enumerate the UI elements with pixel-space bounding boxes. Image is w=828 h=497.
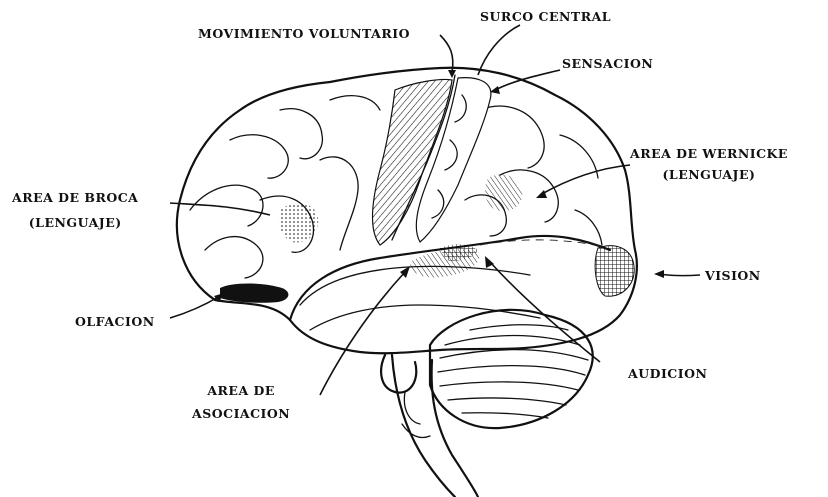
olfactory-bulb-region [220, 284, 288, 303]
label-surco-central: SURCO CENTRAL [480, 9, 611, 24]
label-area-wernicke: AREA DE WERNICKE (LENGUAJE) [630, 146, 788, 182]
label-area-asociacion: AREA DE ASOCIACION [192, 383, 290, 421]
cerebellum-shape [430, 310, 593, 428]
auditory-region [410, 244, 479, 277]
label-sensacion: SENSACION [562, 56, 653, 71]
label-vision: VISION [705, 268, 761, 283]
label-movimiento-voluntario: MOVIMIENTO VOLUNTARIO [198, 26, 410, 41]
label-olfacion: OLFACION [75, 314, 155, 329]
label-area-broca: AREA DE BROCA (LENGUAJE) [12, 190, 138, 230]
label-audicion: AUDICION [628, 366, 707, 381]
visual-cortex-region [595, 246, 634, 296]
wernicke-region [485, 174, 522, 211]
